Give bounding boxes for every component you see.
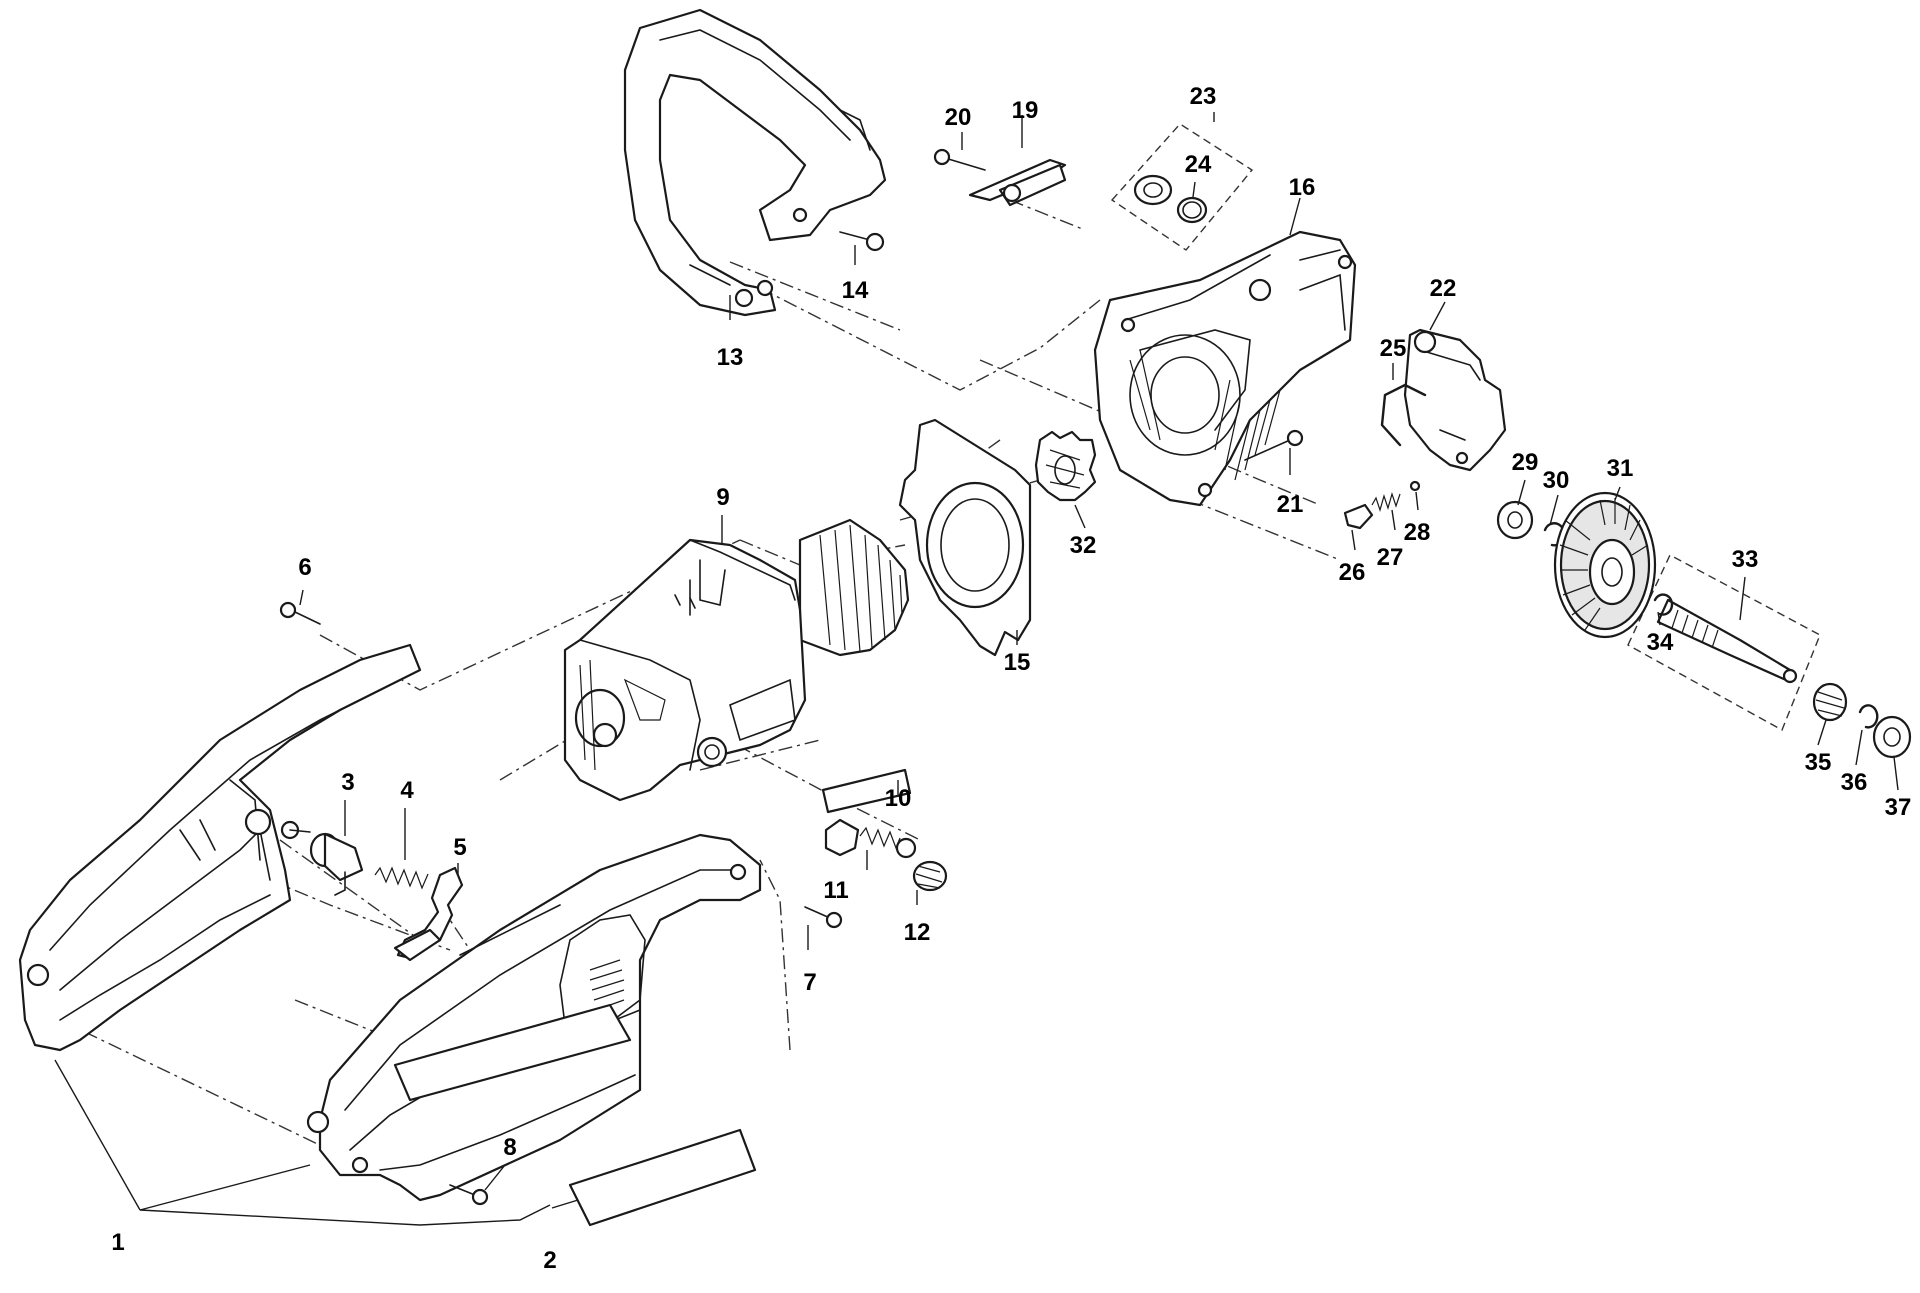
callout-7: 7 <box>803 969 816 996</box>
callout-11: 11 <box>823 877 848 904</box>
trigger-5 <box>393 866 464 962</box>
kit-box-33 <box>1627 554 1821 731</box>
gear-housing <box>1093 230 1357 507</box>
washer-28 <box>1409 480 1421 492</box>
pin-26 <box>1343 503 1374 530</box>
spring-4 <box>374 866 429 890</box>
callout-28: 28 <box>1404 519 1431 546</box>
screw-8 <box>449 1184 489 1206</box>
callout-23: 23 <box>1190 83 1217 110</box>
callout-9: 9 <box>716 484 729 511</box>
brush-cap-12 <box>912 860 948 892</box>
callout-35: 35 <box>1805 749 1832 776</box>
callout-29: 29 <box>1512 449 1539 476</box>
callout-2: 2 <box>543 1247 556 1274</box>
housing-half-left <box>18 643 422 1052</box>
callouts: 1 2 3 4 5 6 7 8 9 10 11 12 13 14 15 16 1… <box>111 83 1911 1274</box>
bevel-gear-31 <box>1553 491 1657 639</box>
bearing-29 <box>1496 500 1534 540</box>
callout-26: 26 <box>1339 559 1366 586</box>
front-handle <box>623 8 887 317</box>
carbon-brush-11 <box>824 818 917 859</box>
callout-6: 6 <box>298 554 311 581</box>
callout-24: 24 <box>1185 151 1212 178</box>
bearing-37 <box>1872 715 1912 759</box>
screw-20 <box>933 148 986 171</box>
callout-1: 1 <box>111 1229 124 1256</box>
label-10 <box>821 768 912 814</box>
gear-cover <box>1403 328 1507 472</box>
callout-37: 37 <box>1885 794 1912 821</box>
baffle-15 <box>898 418 1032 657</box>
shaft-33 <box>1656 598 1798 684</box>
callout-25: 25 <box>1380 335 1407 362</box>
label-plates <box>393 1003 757 1227</box>
bracket-19 <box>968 158 1067 207</box>
callout-5: 5 <box>453 834 466 861</box>
callout-36: 36 <box>1841 769 1868 796</box>
spring-35 <box>1812 682 1848 722</box>
callout-19: 19 <box>1012 97 1039 124</box>
pinion-32 <box>1034 430 1097 502</box>
leader-lines <box>54 112 1899 1226</box>
kit-box-23 <box>1110 123 1254 251</box>
callout-32: 32 <box>1070 532 1097 559</box>
seal-24 <box>1133 174 1208 224</box>
callout-13: 13 <box>717 344 744 371</box>
callout-4: 4 <box>400 777 414 804</box>
motor-housing <box>563 518 910 802</box>
callout-3: 3 <box>341 769 354 796</box>
callout-12: 12 <box>904 919 931 946</box>
spring-27 <box>1371 491 1401 513</box>
callout-10: 10 <box>885 785 912 812</box>
screw-14 <box>839 231 885 252</box>
callout-15: 15 <box>1004 649 1031 676</box>
callout-27: 27 <box>1377 544 1404 571</box>
callout-20: 20 <box>945 104 972 131</box>
callout-22: 22 <box>1430 275 1457 302</box>
callout-8: 8 <box>503 1134 516 1161</box>
circlip-34 <box>1653 593 1674 616</box>
screw-7 <box>804 906 843 929</box>
callout-34: 34 <box>1647 629 1674 656</box>
callout-16: 16 <box>1289 174 1316 201</box>
screw-21 <box>1244 429 1304 461</box>
housing-half-right <box>306 833 762 1202</box>
screw-6 <box>279 601 321 625</box>
circlip-36 <box>1858 704 1879 729</box>
callout-21: 21 <box>1277 491 1304 518</box>
clip-25 <box>1380 383 1427 447</box>
trigger-lock-3 <box>309 832 364 896</box>
callout-31: 31 <box>1607 455 1634 482</box>
callout-33: 33 <box>1732 546 1759 573</box>
callout-14: 14 <box>842 277 869 304</box>
callout-30: 30 <box>1543 467 1570 494</box>
